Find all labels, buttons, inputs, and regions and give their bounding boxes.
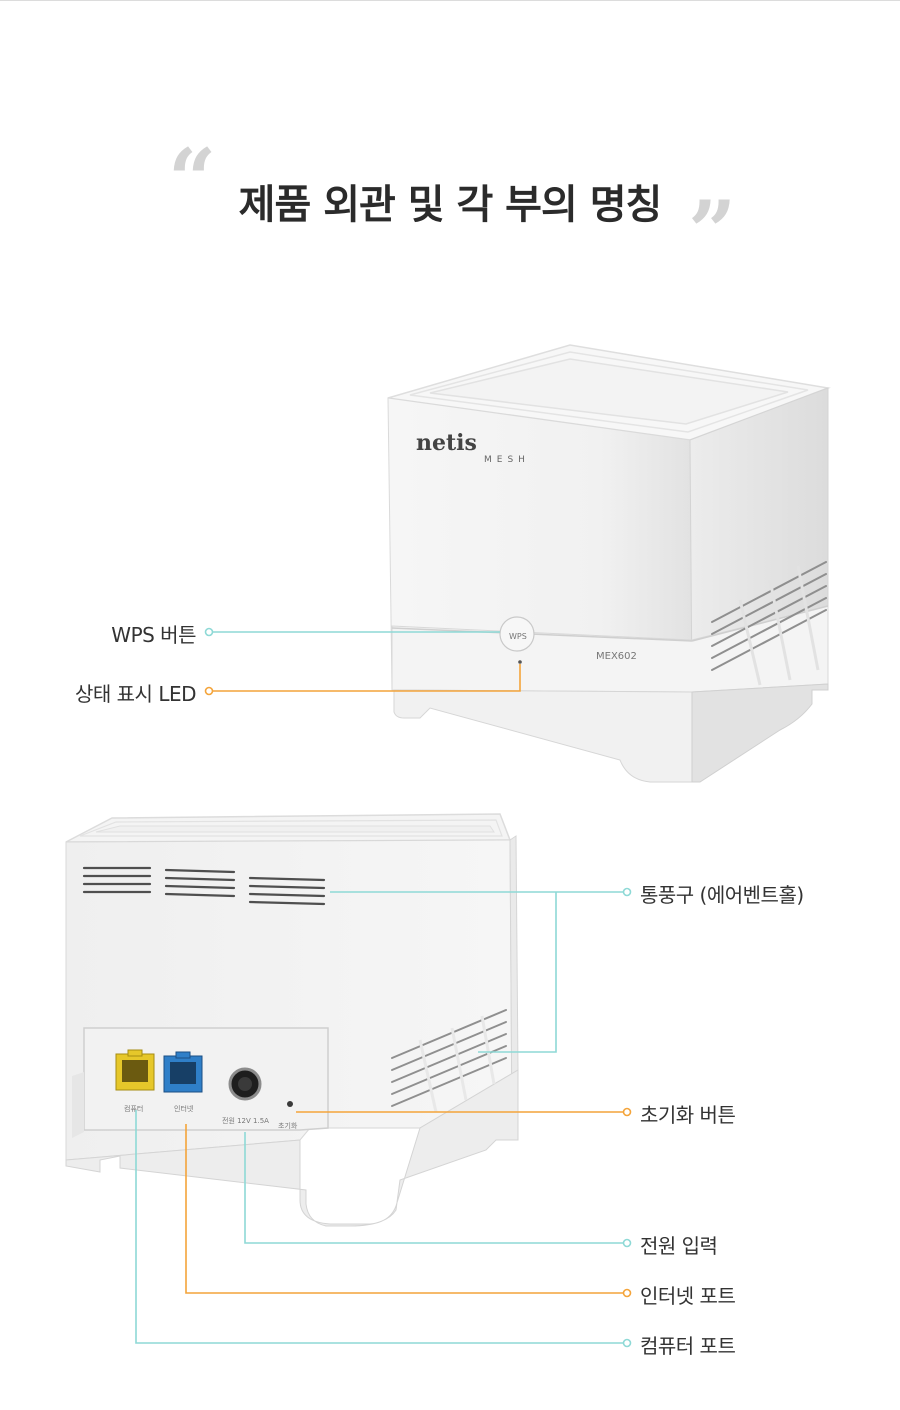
front-router: [387, 344, 831, 783]
callout-power-input: 전원 입력: [640, 1234, 718, 1258]
port-label-power: 전원 12V 1.5A: [222, 1117, 269, 1125]
port-label-reset: 초기화: [278, 1122, 298, 1130]
port-label-internet: 인터넷: [174, 1105, 194, 1113]
callout-computer-port: 컴퓨터 포트: [640, 1334, 736, 1358]
page-title: 제품 외관 및 각 부의 명칭: [238, 182, 663, 228]
callout-reset-button: 초기화 버튼: [640, 1103, 736, 1127]
callout-internet-port: 인터넷 포트: [640, 1284, 736, 1308]
callout-status-led: 상태 표시 LED: [75, 682, 197, 706]
model-label: MEX602: [596, 651, 637, 662]
close-quote-mark: ”: [688, 182, 737, 281]
wps-button-text: WPS: [509, 632, 527, 641]
open-quote-mark: “: [168, 130, 217, 229]
brand-sub-logo: MESH: [484, 455, 530, 465]
port-label-computer: 컴퓨터: [124, 1105, 144, 1113]
back-router: [65, 813, 519, 1227]
callout-wps-button: WPS 버튼: [111, 623, 196, 647]
top-divider: [0, 0, 900, 1]
callout-vent: 통풍구 (에어벤트홀): [640, 883, 804, 907]
brand-logo: netis: [416, 430, 477, 456]
